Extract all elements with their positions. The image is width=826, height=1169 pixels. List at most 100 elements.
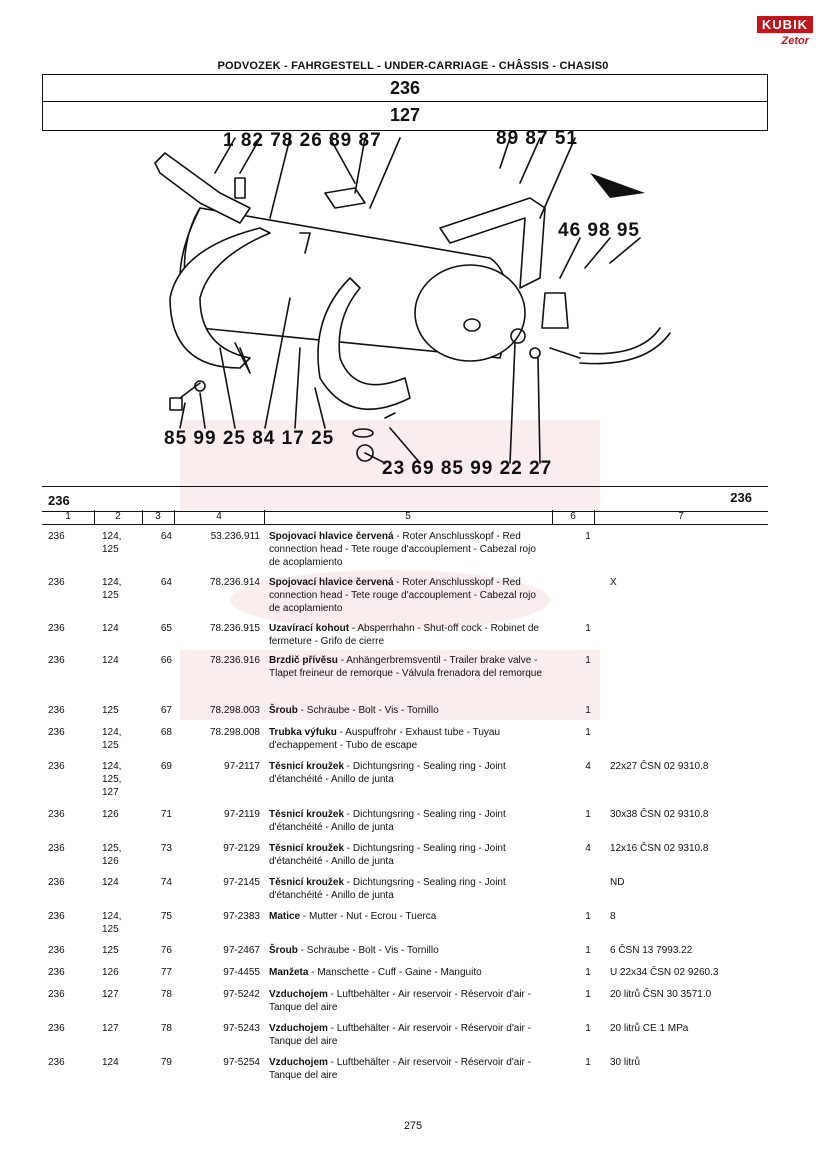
part-position: 78	[160, 1023, 172, 1034]
col-number-4: 4	[216, 511, 222, 522]
part-group: 236	[48, 967, 65, 978]
part-number: 97-4455	[223, 967, 260, 978]
col-number-2: 2	[115, 511, 121, 522]
part-description: Vzduchojem - Luftbehälter - Air reservoi…	[269, 988, 549, 1014]
part-subgroup: 124	[102, 623, 119, 634]
part-name-cz: Vzduchojem	[269, 989, 328, 1000]
part-translations: - Manschette - Cuff - Gaine - Manguito	[308, 967, 482, 978]
part-description: Těsnicí kroužek - Dichtungsring - Sealin…	[269, 842, 549, 868]
part-note: 6 ČSN 13 7993.22	[610, 945, 693, 956]
subgroup-number: 127	[42, 102, 768, 131]
table-group-left: 236	[48, 493, 70, 508]
part-number: 97-2129	[223, 843, 260, 854]
col-separator	[552, 510, 553, 524]
air-reservoir-drawing	[154, 137, 671, 464]
column-numbers: 1 2 3 4 5 6 7	[42, 510, 768, 525]
col-number-7: 7	[678, 511, 684, 522]
part-position: 68	[160, 727, 172, 738]
part-description: Spojovací hlavice červená - Roter Anschl…	[269, 576, 549, 615]
part-subgroup: 125	[102, 705, 119, 716]
part-name-cz: Vzduchojem	[269, 1023, 328, 1034]
part-position: 73	[160, 843, 172, 854]
part-position: 67	[160, 705, 172, 716]
part-number: 97-2383	[223, 911, 260, 922]
part-group: 236	[48, 761, 65, 772]
col-number-6: 6	[570, 511, 576, 522]
part-number: 78.236.916	[209, 655, 260, 666]
part-translations: - Luftbehälter - Air reservoir - Réservo…	[269, 1023, 531, 1047]
part-quantity: 1	[585, 1057, 591, 1068]
logo-brand: KUBIK	[757, 16, 813, 33]
part-position: 74	[160, 877, 172, 888]
col-separator	[594, 510, 595, 524]
part-quantity: 1	[585, 911, 591, 922]
callouts-top-right: 89 87 51	[496, 128, 578, 149]
part-quantity: 1	[585, 531, 591, 542]
part-subgroup: 125	[102, 945, 119, 956]
part-position: 71	[160, 809, 172, 820]
part-name-cz: Uzavírací kohout	[269, 623, 350, 634]
part-name-cz: Matice	[269, 911, 301, 922]
part-subgroup: 124, 125	[102, 531, 122, 555]
part-note: 30x38 ČSN 02 9310.8	[610, 809, 709, 820]
table-header-bar: 236 236	[42, 486, 768, 512]
part-subgroup: 124	[102, 655, 119, 666]
part-group: 236	[48, 945, 65, 956]
part-note: U 22x34 ČSN 02 9260.3	[610, 967, 719, 978]
part-number: 97-2145	[223, 877, 260, 888]
part-description: Spojovací hlavice červená - Roter Anschl…	[269, 530, 549, 569]
part-group: 236	[48, 531, 65, 542]
part-position: 76	[160, 945, 172, 956]
part-note: 22x27 ČSN 02 9310.8	[610, 761, 709, 772]
part-number: 97-2119	[224, 809, 260, 820]
col-separator	[142, 510, 143, 524]
part-translations: - Dichtungsring - Sealing ring - Joint d…	[269, 809, 506, 833]
part-name-cz: Těsnicí kroužek	[269, 843, 345, 854]
part-name-cz: Manžeta	[269, 967, 309, 978]
part-translations: - Mutter - Nut - Ecrou - Tuerca	[300, 911, 437, 922]
part-position: 77	[160, 967, 172, 978]
part-description: Šroub - Schraube - Bolt - Vis - Tornillo	[269, 704, 549, 717]
part-group: 236	[48, 877, 65, 888]
part-description: Těsnicí kroužek - Dichtungsring - Sealin…	[269, 808, 549, 834]
part-number: 97-2467	[223, 945, 260, 956]
part-note: X	[610, 577, 617, 588]
part-translations: - Dichtungsring - Sealing ring - Joint d…	[269, 761, 506, 785]
part-subgroup: 124	[102, 1057, 119, 1068]
part-note: 20 litrů CE 1 MPa	[610, 1023, 689, 1034]
part-name-cz: Spojovací hlavice červená	[269, 531, 394, 542]
part-description: Brzdič přívěsu - Anhängerbremsventil - T…	[269, 654, 549, 680]
part-subgroup: 124, 125, 127	[102, 761, 122, 798]
part-translations: - Auspuffrohr - Exhaust tube - Tuyau d'e…	[269, 727, 501, 751]
col-number-3: 3	[155, 511, 161, 522]
col-separator	[94, 510, 95, 524]
part-group: 236	[48, 623, 65, 634]
part-position: 64	[160, 577, 172, 588]
part-subgroup: 124, 125	[102, 911, 122, 935]
part-description: Vzduchojem - Luftbehälter - Air reservoi…	[269, 1022, 549, 1048]
part-subgroup: 124, 125	[102, 727, 122, 751]
part-quantity: 1	[585, 1023, 591, 1034]
part-number: 97-2117	[224, 761, 260, 772]
part-quantity: 1	[585, 655, 591, 666]
part-name-cz: Těsnicí kroužek	[269, 809, 345, 820]
callouts-bottom-right: 23 69 85 99 22 27	[382, 458, 553, 479]
part-note: 8	[610, 911, 616, 922]
part-note: 30 litrů	[610, 1057, 641, 1068]
part-position: 75	[160, 911, 172, 922]
col-number-5: 5	[405, 511, 411, 522]
part-description: Šroub - Schraube - Bolt - Vis - Tornillo	[269, 944, 549, 957]
part-subgroup: 126	[102, 809, 119, 820]
part-number: 53.236.911	[210, 531, 260, 542]
